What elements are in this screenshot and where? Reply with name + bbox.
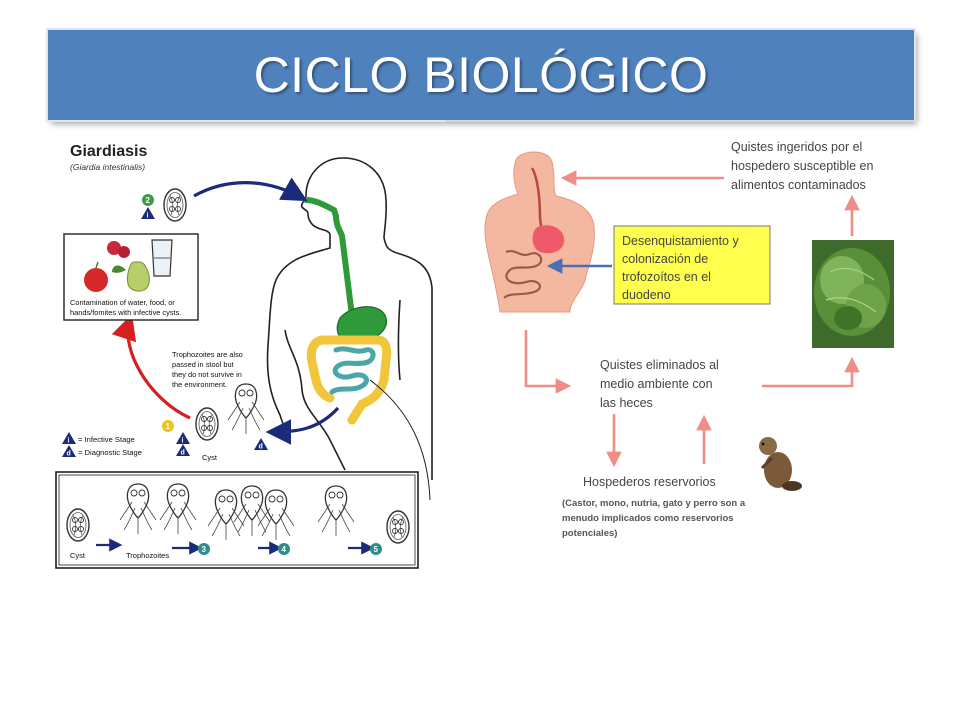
step-1-badge xyxy=(162,420,174,432)
human-head-back xyxy=(342,157,388,239)
infective-triangle-icon xyxy=(141,207,155,219)
leaf-icon xyxy=(112,265,126,273)
large-intestine xyxy=(306,335,392,425)
step-5-number: 5 xyxy=(374,545,379,554)
excreted-trophozoite-icon xyxy=(227,383,265,435)
diagnostic-triangle-icon-2 xyxy=(254,438,268,450)
torso-esophagus xyxy=(530,167,544,235)
contamination-text-line-1: Contamination of water, food, or xyxy=(70,298,175,307)
apple-icon xyxy=(84,268,108,292)
excystation-text-line-4: duodeno xyxy=(622,288,671,302)
contamination-arrow xyxy=(111,313,191,420)
reservoir-note-line-2: menudo implicados como reservorios xyxy=(562,513,734,524)
trophozoite-note-line-2: passed in stool but xyxy=(172,360,234,369)
giardiasis-heading: Giardiasis xyxy=(70,143,147,160)
excreted-cyst-icon xyxy=(195,407,219,441)
spanish-lifecycle-diagram: Quistes ingeridos por el hospedero susce… xyxy=(484,140,894,539)
strip-cyst-start xyxy=(66,508,90,542)
reservoir-note-line-3: potenciales) xyxy=(562,528,617,539)
stomach xyxy=(336,306,388,343)
excretion-arrow xyxy=(265,406,340,445)
legend-infective-symbol: i xyxy=(68,438,70,445)
step-1-number: 1 xyxy=(166,422,171,431)
legend-infective-icon xyxy=(62,432,76,444)
diagnostic-symbol-2: d xyxy=(259,444,263,451)
torso-intestines xyxy=(503,250,543,299)
title-underline xyxy=(445,120,915,122)
excystation-text-line-3: trofozoítos en el xyxy=(622,270,711,284)
eliminated-text-line-3: las heces xyxy=(600,396,653,410)
step-3-badge xyxy=(198,543,210,555)
intestine-pointer-line xyxy=(369,379,431,501)
legend-diagnostic-icon xyxy=(62,445,76,457)
legend-diagnostic-symbol: d xyxy=(67,451,71,458)
giardiasis-subheading: (Giardia intestinalis) xyxy=(70,162,145,172)
trophozoite-note-line-1: Trophozoites are also xyxy=(172,350,243,359)
eliminated-text-line-2: medio ambiente con xyxy=(600,377,713,391)
infective-symbol-2: i xyxy=(182,438,184,445)
giardiasis-lifecycle-diagram: Giardiasis (Giardia intestinalis) 2 i Co… xyxy=(55,143,433,569)
raspberry-icon-2 xyxy=(118,246,130,258)
diagnostic-symbol: d xyxy=(181,450,185,457)
cyst-label: Cyst xyxy=(202,453,218,462)
step-3-number: 3 xyxy=(202,545,207,554)
step-5-badge xyxy=(370,543,382,555)
ingestion-arrow xyxy=(193,177,308,202)
title-bar: CICLO BIOLÓGICO xyxy=(48,30,914,120)
torso-stomach xyxy=(532,225,565,254)
elimination-arrow xyxy=(524,330,572,394)
strip-cyst-end xyxy=(386,510,410,544)
diagnostic-triangle-icon xyxy=(176,444,190,456)
environment-to-food-arrow xyxy=(762,356,860,388)
strip-cyst-label: Cyst xyxy=(70,551,86,560)
trophozoite-note-line-4: the environment. xyxy=(172,380,227,389)
ingested-text-line-2: hospedero susceptible en xyxy=(731,159,874,173)
eliminated-text-line-1: Quistes eliminados al xyxy=(600,358,719,372)
strip-trophozoites-label: Trophozoites xyxy=(126,551,169,560)
step-2-badge xyxy=(142,194,154,206)
ingested-text-line-3: alimentos contaminados xyxy=(731,178,866,192)
ingested-text-line-1: Quistes ingeridos por el xyxy=(731,140,862,154)
step-4-number: 4 xyxy=(282,545,287,554)
legend-infective-label: = Infective Stage xyxy=(78,435,135,444)
raspberry-icon xyxy=(107,241,121,255)
esophagus xyxy=(303,197,355,329)
slide-title: CICLO BIOLÓGICO xyxy=(253,47,709,103)
trophozoite-note-line-3: they do not survive in xyxy=(172,370,242,379)
small-intestine xyxy=(329,346,376,395)
reservoir-title: Hospederos reservorios xyxy=(583,475,716,489)
step-2-number: 2 xyxy=(146,196,151,205)
excystation-strip xyxy=(55,471,419,569)
contamination-text-line-2: hands/fomites with infective cysts. xyxy=(70,308,181,317)
ingested-cyst-icon xyxy=(163,188,187,222)
infective-symbol: i xyxy=(147,213,149,220)
excystation-text-line-1: Desenquistamiento y xyxy=(622,234,739,248)
pear-icon xyxy=(127,261,150,292)
step-4-badge xyxy=(278,543,290,555)
human-silhouette xyxy=(266,157,433,480)
excystation-box xyxy=(613,225,771,305)
legend-diagnostic-label: = Diagnostic Stage xyxy=(78,448,142,457)
excystation-text-line-2: colonización de xyxy=(622,252,708,266)
infective-triangle-icon-2 xyxy=(176,432,190,444)
reservoir-note-line-1: (Castor, mono, nutria, gato y perro son … xyxy=(562,498,746,509)
beaver-icon xyxy=(759,437,802,491)
